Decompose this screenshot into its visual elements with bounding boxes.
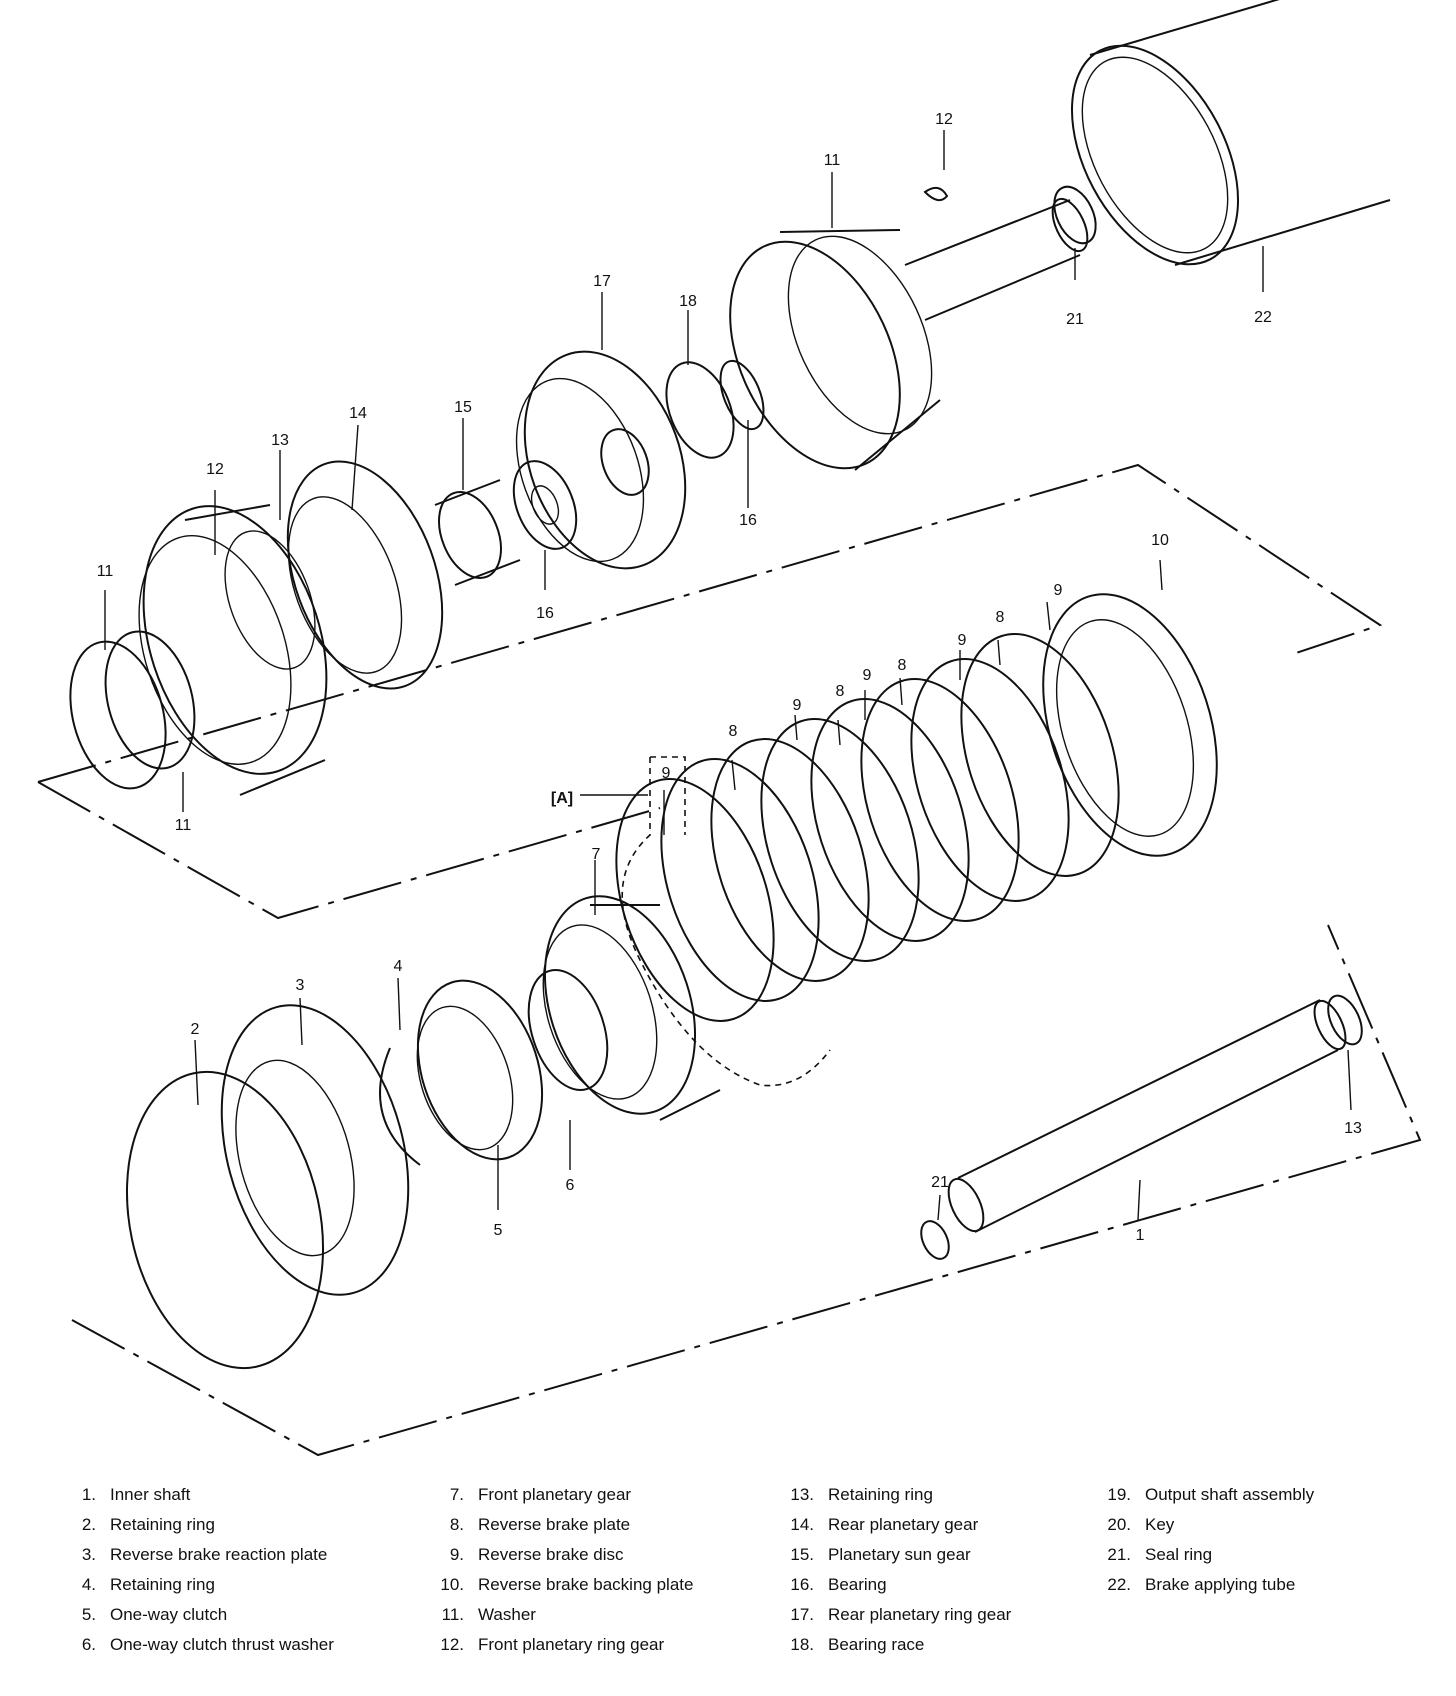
callout-9-c: 9 — [863, 667, 872, 684]
rear-planetary-gear-drawing — [286, 460, 444, 690]
callout-4: 4 — [394, 958, 403, 975]
middle-frame-bottom — [37, 781, 661, 920]
legend-item: 14.Rear planetary gear — [790, 1515, 979, 1534]
legend-item: 22.Brake applying tube — [1107, 1575, 1296, 1594]
callout-14: 14 — [349, 405, 367, 422]
callout-18: 18 — [679, 293, 697, 310]
callout-11-upper: 11 — [97, 563, 114, 580]
callout-6: 6 — [566, 1177, 575, 1194]
legend-column-2: 7.Front planetary gear 8.Reverse brake p… — [428, 1480, 693, 1660]
legend-item: 11.Washer — [441, 1605, 536, 1624]
legend-item: 2.Retaining ring — [81, 1515, 215, 1534]
washer-front-drawing — [69, 640, 167, 790]
legend-item: 17.Rear planetary ring gear — [790, 1605, 1012, 1624]
detail-a-bracket — [650, 756, 686, 835]
legend-item: 16.Bearing — [790, 1575, 887, 1594]
callout-21-upper: 21 — [1066, 311, 1084, 328]
callout-13-middle: 13 — [271, 432, 289, 449]
seal-ring-upper-drawing — [1053, 185, 1097, 245]
retaining-ring-lower-drawing — [379, 1047, 421, 1166]
legend-item: 8.Reverse brake plate — [449, 1515, 631, 1534]
legend-item: 19.Output shaft assembly — [1107, 1485, 1315, 1504]
output-shaft-assembly-drawing — [729, 197, 1089, 471]
rear-planetary-ring-gear-drawing — [515, 350, 687, 570]
callout-12: 12 — [206, 461, 224, 478]
reverse-brake-clutch-pack-drawing — [615, 593, 1218, 1022]
washer-back-drawing — [104, 630, 196, 770]
legend-item: 15.Planetary sun gear — [790, 1545, 971, 1564]
callout-8-d: 8 — [996, 609, 1005, 626]
callout-9-a: 9 — [662, 765, 671, 782]
legend-item: 6.One-way clutch thrust washer — [81, 1635, 334, 1654]
seal-ring-lower-drawing — [920, 1220, 950, 1260]
legend-item: 7.Front planetary gear — [449, 1485, 632, 1504]
legend-item: 9.Reverse brake disc — [449, 1545, 624, 1564]
legend-item: 5.One-way clutch — [81, 1605, 228, 1624]
assembly-frames — [37, 463, 1422, 1457]
legend-item: 18.Bearing race — [790, 1635, 925, 1654]
callout-3: 3 — [296, 977, 305, 994]
legend-item: 20.Key — [1107, 1515, 1175, 1534]
callout-21-lower: 21 — [931, 1174, 949, 1191]
bearing-middle-drawing — [512, 460, 578, 550]
backing-plate-drawing — [1042, 593, 1218, 857]
planetary-sun-gear-drawing — [434, 479, 521, 586]
legend-item: 4.Retaining ring — [81, 1575, 215, 1594]
inner-shaft-drawing — [947, 999, 1347, 1233]
callout-11-lower: 11 — [175, 817, 192, 834]
legend-item: 13.Retaining ring — [790, 1485, 933, 1504]
brake-applying-tube-drawing — [1071, 0, 1391, 266]
callout-16-middle: 16 — [536, 605, 554, 622]
front-planetary-gear-drawing — [542, 895, 721, 1121]
callout-9-e: 9 — [1054, 582, 1063, 599]
legend-item: 1.Inner shaft — [81, 1485, 191, 1504]
legend-item: 3.Reverse brake reaction plate — [81, 1545, 328, 1564]
retaining-ring-middle-drawing — [224, 530, 316, 670]
middle-frame-top — [37, 463, 1383, 783]
callout-9-d: 9 — [958, 632, 967, 649]
callout-15: 15 — [454, 399, 472, 416]
retaining-ring-outer-drawing — [125, 1070, 325, 1370]
callout-17: 17 — [593, 273, 611, 290]
parts-legend: 1.Inner shaft 2.Retaining ring 3.Reverse… — [0, 1480, 1456, 1680]
callout-13-lower: 13 — [1344, 1120, 1362, 1137]
reverse-brake-reaction-plate-drawing — [220, 1004, 410, 1296]
callout-19: 11 — [824, 152, 841, 169]
bearing-race-drawing — [665, 361, 735, 459]
callout-8-b: 8 — [836, 683, 845, 700]
leader-lines — [104, 130, 1352, 1221]
legend-column-1: 1.Inner shaft 2.Retaining ring 3.Reverse… — [60, 1480, 334, 1660]
lower-frame — [71, 924, 1422, 1457]
callout-16-upper: 16 — [739, 512, 757, 529]
callout-9-b: 9 — [793, 697, 802, 714]
callout-detail-a: [A] — [551, 790, 573, 807]
callout-20: 12 — [935, 111, 953, 128]
callout-2: 2 — [191, 1021, 200, 1038]
callout-8-a: 8 — [729, 723, 738, 740]
callout-5: 5 — [494, 1222, 503, 1239]
callout-7: 7 — [592, 846, 601, 863]
callout-8-c: 8 — [898, 657, 907, 674]
legend-item: 10.Reverse brake backing plate — [440, 1575, 694, 1594]
legend-item: 12.Front planetary ring gear — [440, 1635, 665, 1654]
key-drawing — [923, 186, 949, 202]
callout-22: 22 — [1254, 309, 1272, 326]
callouts: 12 11 21 22 17 18 16 14 15 16 13 12 11 1… — [97, 111, 1362, 1244]
bearing-upper-drawing — [719, 359, 765, 431]
legend-column-4: 19.Output shaft assembly 20.Key 21.Seal … — [1095, 1480, 1314, 1600]
callout-10: 10 — [1151, 532, 1169, 549]
legend-item: 21.Seal ring — [1107, 1545, 1213, 1564]
legend-column-3: 13.Retaining ring 14.Rear planetary gear… — [778, 1480, 1011, 1660]
detail-a-outline — [621, 757, 831, 1087]
one-way-clutch-thrust-washer-drawing — [527, 968, 609, 1092]
retaining-ring-shaft-drawing — [1327, 994, 1363, 1046]
one-way-clutch-drawing — [416, 979, 544, 1161]
callout-1: 1 — [1136, 1227, 1145, 1244]
